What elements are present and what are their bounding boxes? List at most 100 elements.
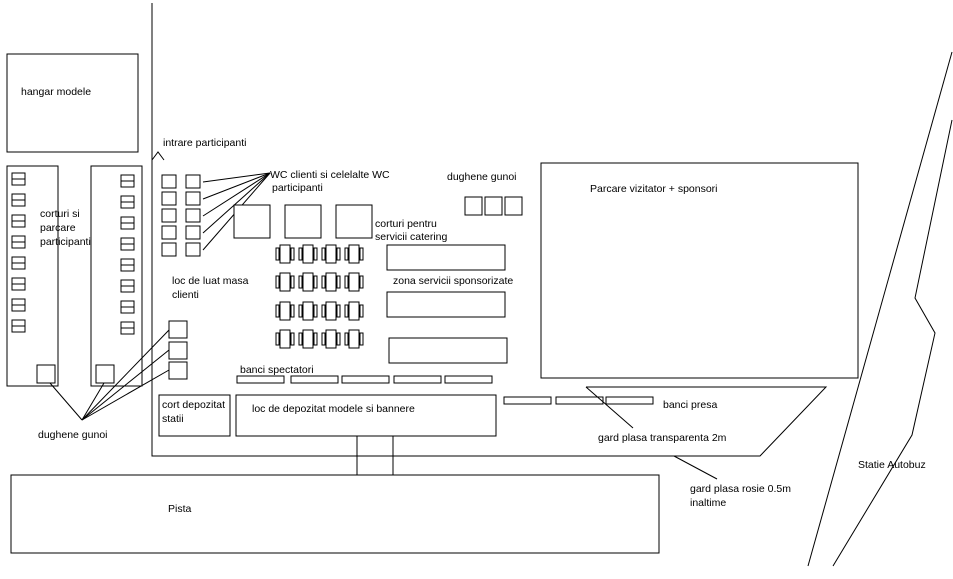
wc-cabin xyxy=(185,174,201,189)
transparent-fence-pointer xyxy=(585,386,634,429)
spectator-bench-5 xyxy=(444,375,493,384)
depozitat-label: loc de depozitat modele si bannere xyxy=(252,403,415,415)
chair-left xyxy=(298,275,303,289)
chair-right xyxy=(313,332,318,346)
wc-blocks xyxy=(161,174,201,257)
dining-table xyxy=(279,272,291,292)
dughene-bottom-label: dughene gunoi xyxy=(38,429,108,441)
masa-label-2: clienti xyxy=(172,289,199,301)
catering-label-1: corturi pentru xyxy=(375,218,437,230)
hangar-label: hangar modele xyxy=(21,86,91,98)
cort-label-1: cort depozitat xyxy=(162,399,225,411)
chair-right xyxy=(313,275,318,289)
wc-cabin xyxy=(161,174,177,189)
wc-cabin xyxy=(161,225,177,240)
dughene-top-label: dughene gunoi xyxy=(447,171,517,183)
chair-left xyxy=(275,332,280,346)
chair-right xyxy=(336,332,341,346)
corturi-label-1: corturi si xyxy=(40,208,80,220)
wc-label-2: participanti xyxy=(272,182,323,194)
pista-label: Pista xyxy=(168,503,192,515)
corturi-label-2: parcare xyxy=(40,222,76,234)
chair-left xyxy=(275,275,280,289)
dining-table xyxy=(325,301,337,321)
chair-left xyxy=(298,332,303,346)
waste-bin-left xyxy=(36,364,56,384)
dining-table xyxy=(302,301,314,321)
statie-autobuz-label: Statie Autobuz xyxy=(858,459,926,471)
dining-table xyxy=(348,244,360,264)
chair-left xyxy=(321,304,326,318)
masa-label-1: loc de luat masa xyxy=(172,275,249,287)
sponsor-zone-2 xyxy=(386,291,506,318)
spectator-bench-4 xyxy=(393,375,442,384)
banci-presa-label: banci presa xyxy=(663,399,717,411)
chair-left xyxy=(344,332,349,346)
dining-table xyxy=(302,244,314,264)
chair-right xyxy=(359,304,364,318)
chair-right xyxy=(313,304,318,318)
spectator-bench-3 xyxy=(341,375,390,384)
wc-cabin xyxy=(185,242,201,257)
cort-label-2: statii xyxy=(162,413,184,425)
chair-left xyxy=(298,247,303,261)
wc-cabin xyxy=(185,191,201,206)
tent-column-right xyxy=(120,174,135,335)
dining-table xyxy=(348,329,360,349)
chair-right xyxy=(290,275,295,289)
dining-tables xyxy=(275,244,364,349)
chair-right xyxy=(359,247,364,261)
chair-left xyxy=(275,304,280,318)
dining-table xyxy=(348,301,360,321)
chair-right xyxy=(359,332,364,346)
wc-cabin xyxy=(185,225,201,240)
chair-left xyxy=(344,247,349,261)
chair-right xyxy=(290,304,295,318)
wc-cabin xyxy=(185,208,201,223)
chair-right xyxy=(336,275,341,289)
entrance-arrow xyxy=(151,151,165,161)
gard-transparenta-label: gard plasa transparenta 2m xyxy=(598,432,727,444)
chair-left xyxy=(298,304,303,318)
catering-label-2: servicii catering xyxy=(375,231,448,243)
intrare-label: intrare participanti xyxy=(163,137,246,149)
chair-left xyxy=(321,332,326,346)
corturi-label-3: participanti xyxy=(40,236,91,248)
dining-table xyxy=(302,272,314,292)
chair-left xyxy=(321,247,326,261)
dining-table xyxy=(279,244,291,264)
spectator-bench-1 xyxy=(236,375,285,384)
dining-table xyxy=(325,329,337,349)
catering-tent-3 xyxy=(335,204,373,239)
press-bench-1 xyxy=(503,396,552,405)
waste-bin-lower-1 xyxy=(168,320,188,339)
chair-right xyxy=(290,247,295,261)
banci-spectatori-label: banci spectatori xyxy=(240,364,314,376)
spectator-bench-2 xyxy=(290,375,339,384)
sponsor-zone-3 xyxy=(388,337,508,364)
waste-bin-top-1 xyxy=(464,196,483,216)
dining-table xyxy=(279,329,291,349)
wc-label-1: WC clienti si celelalte WC xyxy=(270,169,390,181)
chair-right xyxy=(336,247,341,261)
track xyxy=(10,474,660,554)
visitor-parking xyxy=(540,162,859,379)
site-boundary xyxy=(151,3,828,457)
waste-bin-right xyxy=(95,364,115,384)
hangar-box xyxy=(6,53,139,153)
waste-bin-top-2 xyxy=(484,196,503,216)
waste-pointers xyxy=(49,329,170,421)
sponsor-zone-1 xyxy=(386,244,506,271)
dining-table xyxy=(348,272,360,292)
chair-right xyxy=(336,304,341,318)
press-bench-3 xyxy=(605,396,654,405)
model-storage-area xyxy=(235,394,497,437)
tent-column-left xyxy=(11,172,26,333)
catering-tent-1 xyxy=(233,204,271,239)
chair-left xyxy=(321,275,326,289)
chair-left xyxy=(344,304,349,318)
catering-tent-2 xyxy=(284,204,322,239)
sponsor-zone-label: zona servicii sponsorizate xyxy=(393,275,513,287)
chair-left xyxy=(275,247,280,261)
